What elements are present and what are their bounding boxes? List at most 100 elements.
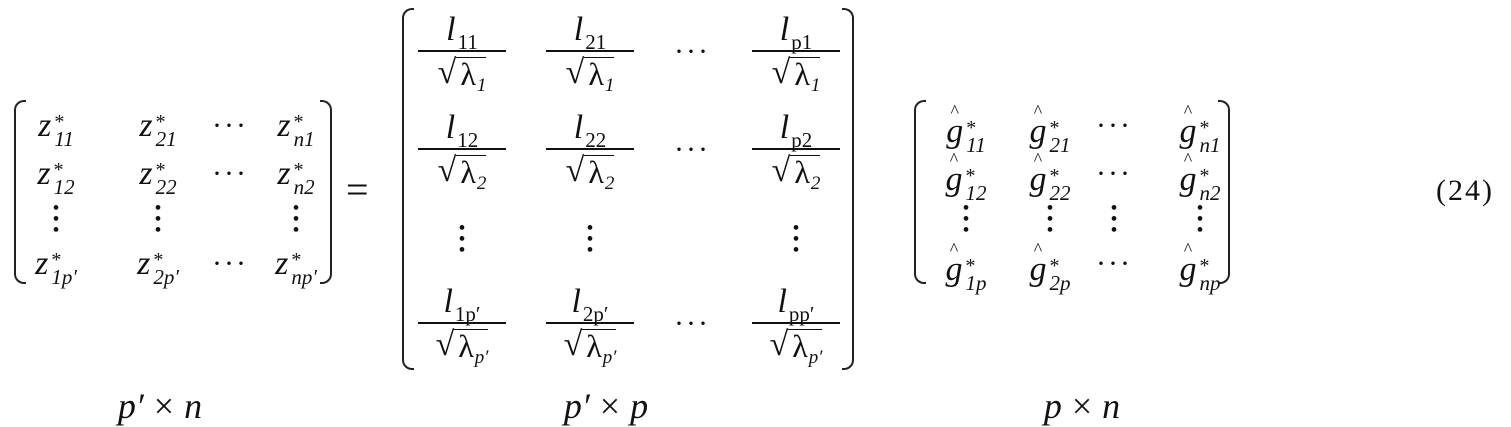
subscript: np (1199, 271, 1221, 295)
numerator-symbol: l (571, 283, 581, 320)
subscript: 22 (1049, 181, 1071, 205)
numerator-subscript: p1 (791, 30, 813, 54)
z-entry: z*n1 (277, 107, 314, 150)
subscript: n2 (1199, 181, 1221, 205)
superscript-star: * (1049, 117, 1060, 139)
entry-index: *2p (1049, 255, 1071, 295)
lambda-symbol: λ (794, 154, 810, 190)
entry-index: *n1 (1200, 118, 1221, 156)
entry-base: ^g (1179, 150, 1197, 198)
entry-base: z (37, 157, 50, 191)
subscript: 2p (1049, 271, 1071, 295)
superscript-star: * (53, 159, 64, 181)
entry-base: ^g (946, 102, 963, 149)
numerator-subscript: 12 (457, 128, 479, 152)
entry-index: *1p′ (51, 250, 77, 289)
dim-op: × (1071, 386, 1093, 426)
subscript: 21 (1049, 133, 1071, 157)
left-matrix-bracket-right (320, 100, 332, 284)
entry-base: z (38, 109, 51, 143)
horizontal-ellipsis: ··· (674, 35, 710, 68)
entry-index: *22 (155, 160, 177, 199)
numerator-symbol: l (446, 11, 456, 48)
subscript: 22 (155, 175, 177, 199)
superscript-star: * (1049, 255, 1060, 277)
dim-cols: p (630, 386, 649, 426)
subscript: 1p′ (51, 265, 77, 289)
entry-symbol: g (945, 251, 963, 288)
entry-symbol: z (35, 245, 49, 282)
entry-symbol: g (1179, 161, 1197, 198)
superscript-star: * (54, 111, 65, 133)
subscript: n2 (293, 175, 315, 199)
g-entry: ^g*np (1180, 239, 1221, 294)
numerator-subscript: 1p′ (454, 302, 481, 326)
vertical-ellipsis: ••• (52, 197, 60, 242)
equation-number: (24) (1436, 174, 1494, 207)
entry-base: ^g (1029, 240, 1047, 288)
lambda-symbol: λ (588, 154, 604, 190)
entry-base: ^g (1029, 101, 1047, 150)
hat-accent: ^ (1183, 239, 1193, 259)
sqrt-sign: √ (769, 326, 789, 363)
vertical-ellipsis: ••• (1196, 197, 1204, 242)
vertical-ellipsis: ••• (962, 197, 970, 242)
hat-accent: ^ (949, 149, 959, 169)
subscript: n1 (293, 127, 315, 151)
horizontal-ellipsis: ··· (1096, 157, 1132, 190)
lambda-symbol: λ (460, 56, 476, 92)
entry-index: *11 (966, 118, 985, 156)
entry-symbol: g (1029, 113, 1047, 150)
superscript-star: * (1199, 165, 1210, 187)
sqrt-sign: √ (771, 54, 791, 91)
right-matrix-bracket-left (914, 100, 926, 284)
dim-op: × (153, 386, 175, 426)
numerator-subscript: 21 (585, 30, 607, 54)
numerator-symbol: l (445, 109, 456, 146)
entry-symbol: z (277, 107, 291, 144)
g-entry: ^g*n2 (1179, 150, 1221, 204)
denominator-subscript: 1 (604, 75, 615, 96)
superscript-star: * (155, 111, 166, 133)
fraction-bar (418, 148, 506, 150)
entry-index: *n2 (1199, 165, 1221, 205)
dim-rows: p′ (117, 386, 144, 426)
z-entry: z*12 (37, 157, 74, 198)
fraction-bar (546, 50, 634, 52)
denominator-subscript: 2 (604, 173, 615, 194)
fraction-bar (546, 148, 634, 150)
entry-base: ^g (945, 240, 963, 288)
entry-base: z (139, 109, 152, 143)
left-matrix-dims: p′×n (118, 388, 202, 424)
left-matrix-bracket-left (14, 100, 26, 284)
entry-symbol: g (1029, 251, 1047, 288)
numerator-subscript: 11 (457, 30, 478, 54)
subscript: 11 (54, 127, 74, 151)
denominator-subscript: 2 (810, 173, 821, 194)
dim-op: × (599, 386, 621, 426)
numerator-symbol: l (779, 109, 790, 146)
subscript: 21 (155, 127, 177, 151)
sqrt-sign: √ (437, 152, 457, 189)
dim-cols: n (1102, 386, 1121, 426)
hat-accent: ^ (1033, 101, 1043, 121)
vertical-ellipsis: ••• (1110, 197, 1118, 242)
denominator-subscript: 2 (476, 173, 487, 194)
numerator-subscript: p2 (791, 128, 813, 152)
hat-accent: ^ (1183, 101, 1193, 121)
vertical-ellipsis: ••• (154, 197, 162, 242)
